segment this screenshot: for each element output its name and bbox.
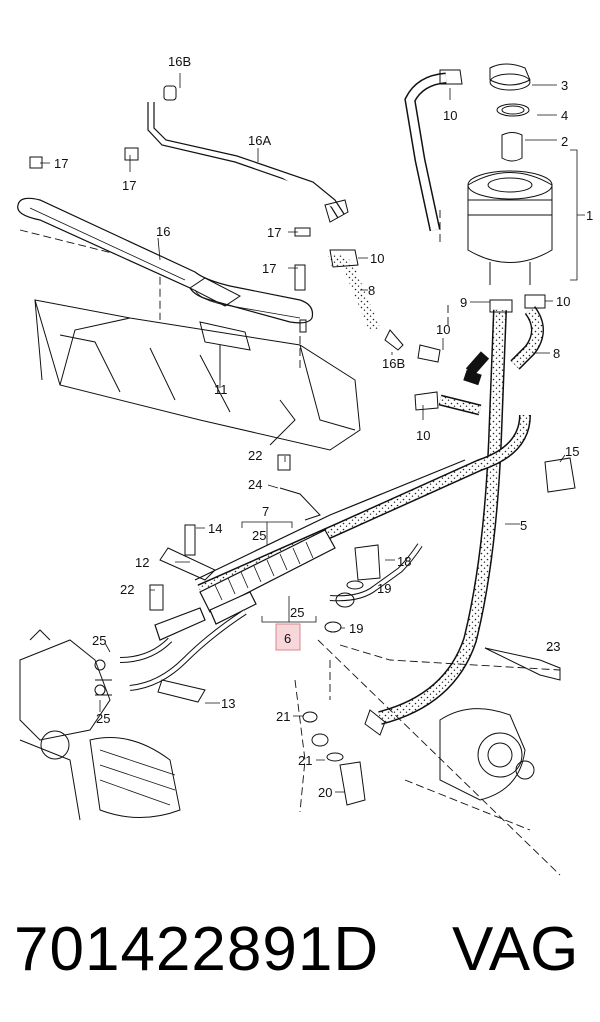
callout-12: 12 — [135, 555, 149, 570]
bracket-6 — [261, 596, 317, 623]
brand-name: VAG — [452, 915, 579, 984]
fittings — [29, 147, 576, 806]
callout-19-a: 19 — [377, 581, 391, 596]
callout-17-a: 17 — [54, 156, 68, 171]
callout-6: 6 — [284, 631, 291, 646]
callout-10-low: 10 — [416, 428, 430, 443]
callout-17-d: 17 — [262, 261, 276, 276]
callout-21-a: 21 — [276, 709, 290, 724]
steering-pump — [364, 708, 535, 801]
callout-17-c: 17 — [267, 225, 281, 240]
steering-rack — [19, 629, 181, 821]
suction-hose-8 — [327, 254, 544, 370]
callout-25-left: 25 — [92, 633, 106, 648]
callout-17-b: 17 — [122, 178, 136, 193]
callout-7: 7 — [262, 504, 269, 519]
power-steering-parts-diagram: 16B 10 3 4 2 1 17 17 16A 16 17 17 10 8 9… — [17, 54, 593, 876]
return-pipe-16a — [147, 85, 349, 223]
callout-5: 5 — [520, 518, 527, 533]
rack-feed-pipes — [119, 543, 423, 691]
part-number: 701422891D — [14, 915, 380, 984]
pressure-pipe-7 — [194, 414, 531, 596]
heat-shield-11 — [199, 321, 251, 380]
callout-10-hose: 10 — [436, 322, 450, 337]
vent-hose — [404, 69, 463, 232]
callout-3: 3 — [561, 78, 568, 93]
callout-18: 18 — [397, 554, 411, 569]
footer: 701422891D VAG — [0, 900, 600, 1000]
callout-4: 4 — [561, 108, 568, 123]
callout-25-low: 25 — [96, 711, 110, 726]
body-crossmember-outline — [19, 229, 361, 451]
callout-19-b: 19 — [349, 621, 363, 636]
callout-25-mid: 25 — [290, 605, 304, 620]
callout-25-top: 25 — [252, 528, 266, 543]
fluid-reservoir-1 — [467, 63, 585, 285]
callout-15: 15 — [565, 444, 579, 459]
callout-22-low: 22 — [120, 582, 134, 597]
callout-labels: 16B 10 3 4 2 1 17 17 16A 16 17 17 10 8 9… — [54, 54, 593, 800]
callout-14: 14 — [208, 521, 222, 536]
callout-8-right: 8 — [553, 346, 560, 361]
callout-1: 1 — [586, 208, 593, 223]
callout-10-mid: 10 — [370, 251, 384, 266]
return-hose-5 — [378, 309, 507, 725]
cooler-coil — [199, 529, 336, 625]
callout-6-highlight — [275, 623, 301, 651]
callout-2: 2 — [561, 134, 568, 149]
callout-16b-top: 16B — [168, 54, 191, 69]
callout-22-top: 22 — [248, 448, 262, 463]
callout-9: 9 — [460, 295, 467, 310]
callout-leaders — [40, 73, 566, 793]
bracket-7 — [241, 521, 293, 545]
callout-8-left: 8 — [368, 283, 375, 298]
callout-16a: 16A — [248, 133, 271, 148]
callout-11: 11 — [214, 382, 228, 397]
callout-23: 23 — [546, 639, 560, 654]
callout-10-top: 10 — [443, 108, 457, 123]
cooler-return-hose — [438, 351, 490, 416]
callout-16: 16 — [156, 224, 170, 239]
callout-13: 13 — [221, 696, 235, 711]
return-pipe-16 — [17, 197, 314, 324]
callout-20: 20 — [318, 785, 332, 800]
callout-10-right: 10 — [556, 294, 570, 309]
dashed-leaders — [294, 210, 561, 876]
callout-21-b: 21 — [298, 753, 312, 768]
callout-16b-mid: 16B — [382, 356, 405, 371]
callout-24: 24 — [248, 477, 262, 492]
